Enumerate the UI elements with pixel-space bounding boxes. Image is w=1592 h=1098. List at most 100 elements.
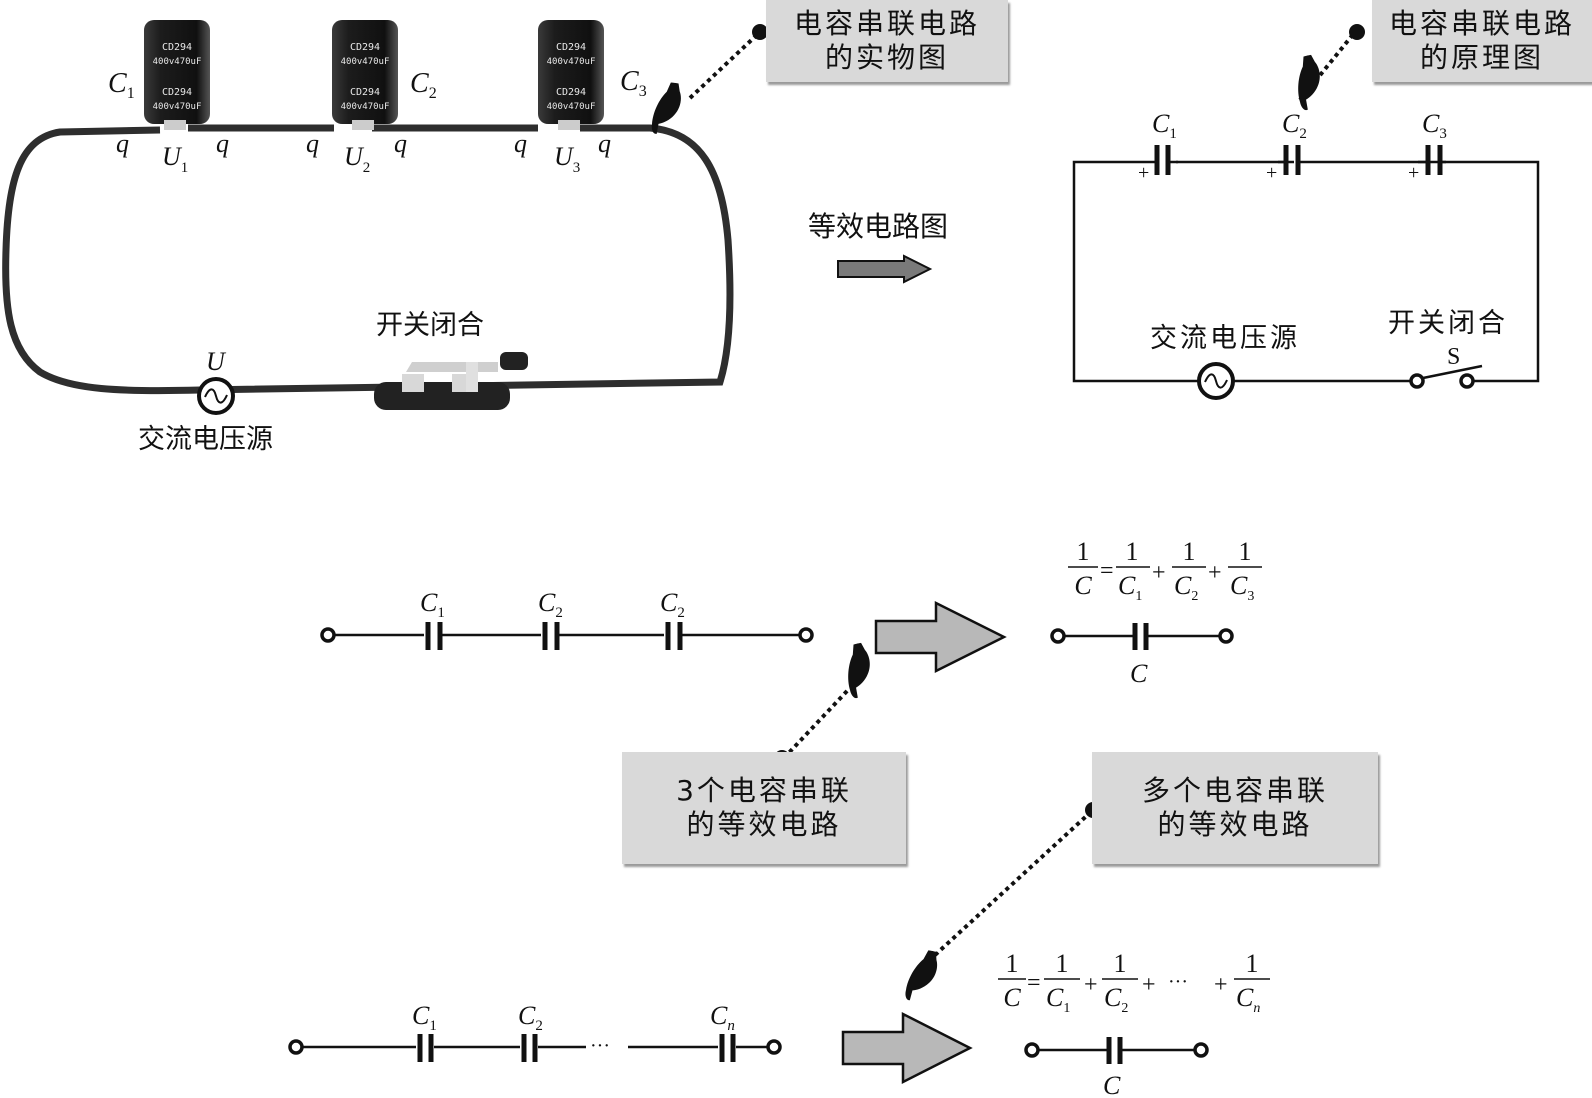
formula-numerator: 1: [1239, 537, 1252, 566]
label-u1: U1: [162, 142, 188, 176]
formula-denominator: C3: [1230, 571, 1254, 604]
capacitor-model-text: CD294: [162, 42, 192, 53]
formula-denominator: C1: [1118, 571, 1142, 604]
label-c1: C1: [108, 68, 135, 102]
formula-numerator: 1: [1114, 949, 1127, 978]
charge-q: q: [598, 129, 611, 158]
charge-q: q: [116, 129, 129, 158]
schematic-label-c2: C2: [1282, 109, 1307, 142]
schematic-switch-icon: [1409, 364, 1483, 389]
note-n-series: 多个电容串联 的等效电路: [1092, 752, 1378, 864]
capacitor-rating-text: 400v470uF: [547, 57, 596, 67]
knife-switch-icon: [374, 352, 528, 410]
equivalent-circuit-label: 等效电路图: [808, 210, 948, 243]
series-capacitor-2: [521, 1034, 538, 1062]
schematic-wire: [1072, 160, 1540, 383]
terminal-icon: [766, 1039, 782, 1055]
source-caption: 交流电压源: [138, 424, 273, 455]
formula-denominator: C: [1074, 571, 1092, 600]
polarity-plus: +: [1138, 162, 1149, 184]
formula-numerator: 1: [1246, 949, 1259, 978]
charge-q: q: [514, 129, 527, 158]
schematic-label-c3: C3: [1422, 109, 1447, 142]
formula-denominator: Cn: [1236, 983, 1260, 1016]
note-physical-diagram: 电容串联电路 的实物图: [766, 0, 1008, 82]
series-label-c2: C2: [538, 588, 563, 621]
physical-circuit: CD294 400v470uF CD294 400v470uF CD294 40…: [2, 20, 768, 455]
formula-plus: +: [1084, 972, 1098, 998]
n-series-label-cn: Cn: [710, 1001, 735, 1034]
schematic-capacitor-c1: [1146, 145, 1178, 175]
dotted-leader-line: [782, 688, 850, 760]
terminal-icon: [320, 627, 336, 643]
capacitor-rating-text: 400v470uF: [341, 102, 390, 112]
capacitor-rating-text: 400v470uF: [341, 57, 390, 67]
schematic-circuit: [1072, 145, 1540, 400]
formula-ellipsis: ···: [1168, 971, 1188, 993]
big-right-arrow-icon: [874, 600, 1007, 674]
three-series-circuit: [320, 622, 814, 650]
equivalent-label-c: C: [1130, 659, 1148, 688]
series-capacitor-1: [417, 1034, 434, 1062]
note-three-series: 3个电容串联 的等效电路: [622, 752, 906, 864]
note-line: 的原理图: [1419, 41, 1544, 74]
formula-numerator: 1: [1077, 537, 1090, 566]
leader-dot: [1349, 24, 1365, 40]
dotted-leader-line: [688, 30, 762, 100]
schematic-capacitor-c3: [1418, 145, 1464, 175]
equivalent-label-c: C: [1103, 1071, 1121, 1098]
formula-denominator: C1: [1046, 983, 1070, 1016]
note-line: 电容串联电路: [793, 7, 980, 40]
note-line: 的等效电路: [1157, 808, 1313, 841]
formula-n-series: 1 C = 1 C1 + 1 C2 + ··· + 1 Cn: [998, 949, 1270, 1016]
formula-numerator: 1: [1056, 949, 1069, 978]
note-schematic: 电容串联电路 的原理图: [1372, 0, 1592, 82]
formula-numerator: 1: [1126, 537, 1139, 566]
dotted-leader-line: [933, 808, 1095, 957]
formula-plus: +: [1214, 972, 1228, 998]
charge-q: q: [394, 129, 407, 158]
label-c2: C2: [410, 68, 437, 102]
polarity-plus: +: [1266, 162, 1277, 184]
schematic-switch-caption: 开关闭合: [1388, 308, 1508, 339]
note-line: 电容串联电路: [1388, 7, 1575, 40]
right-arrow-icon: [837, 254, 933, 284]
equivalent-capacitor-n: [1024, 1037, 1209, 1064]
leader-dot: [752, 24, 768, 40]
series-ellipsis: ···: [590, 1035, 610, 1057]
terminal-icon: [798, 627, 814, 643]
formula-denominator: C2: [1104, 983, 1128, 1016]
note-line: 多个电容串联: [1141, 774, 1328, 807]
capacitor-rating-text: 400v470uF: [153, 57, 202, 67]
big-right-arrow-icon: [841, 1011, 973, 1085]
capacitor-rating-text: 400v470uF: [547, 102, 596, 112]
capacitor-c2: CD294 400v470uF CD294 400v470uF: [332, 20, 398, 130]
n-series-label-c2: C2: [518, 1001, 543, 1034]
series-label-c1: C1: [420, 588, 445, 621]
pointing-hand-icon: [1276, 48, 1337, 112]
label-c3: C3: [620, 66, 647, 100]
source-voltage-label: U: [206, 347, 227, 376]
switch-label-s: S: [1447, 344, 1460, 370]
equivalent-capacitor-1: [1050, 623, 1234, 650]
capacitor-c3: CD294 400v470uF CD294 400v470uF: [538, 20, 604, 130]
switch-caption: 开关闭合: [376, 310, 484, 341]
schematic-label-c1: C1: [1152, 109, 1177, 142]
formula-numerator: 1: [1183, 537, 1196, 566]
formula-plus: +: [1152, 560, 1166, 586]
formula-numerator: 1: [1006, 949, 1019, 978]
note-line: 3个电容串联: [676, 774, 852, 807]
charge-q: q: [306, 129, 319, 158]
schematic-capacitor-c2: [1278, 145, 1312, 175]
capacitor-model-text: CD294: [556, 87, 586, 98]
capacitor-model-text: CD294: [350, 87, 380, 98]
formula-denominator: C2: [1174, 571, 1198, 604]
n-series-circuit: [288, 1034, 782, 1062]
formula-equals: =: [1027, 970, 1041, 996]
wire-loop: [2, 124, 734, 395]
label-u3: U3: [554, 142, 580, 176]
charge-q: q: [216, 129, 229, 158]
capacitor-model-text: CD294: [162, 87, 192, 98]
capacitor-model-text: CD294: [556, 42, 586, 53]
